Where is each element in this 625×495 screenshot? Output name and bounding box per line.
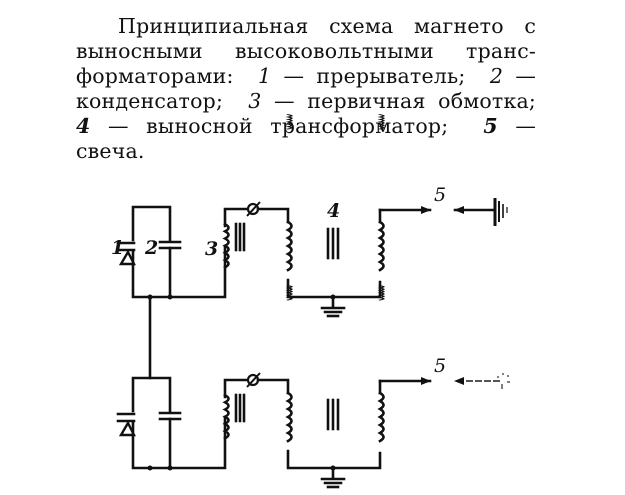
caption-text: конденсатор; [76, 89, 224, 113]
label-primary-winding: 3 [205, 238, 218, 260]
top-circuit [118, 115, 508, 316]
bottom-circuit [118, 286, 510, 487]
spark-plug-electrode [454, 373, 510, 389]
item-number: 1 [258, 64, 272, 88]
label-capacitor: 2 [144, 237, 158, 259]
caption-line-2: выносными высоковольтными транс- [76, 39, 536, 63]
item-number: 4 [76, 114, 91, 138]
caption-line-5: 4 — выносной трансформатор; 5 — [76, 114, 536, 139]
caption-line-1: Принципиальная схема магнето с [118, 14, 536, 38]
item-number: 5 [483, 114, 498, 138]
item-text: — [515, 64, 537, 88]
item-text: — выносной трансформатор; [107, 114, 449, 138]
label-interrupter: 1 [111, 237, 124, 259]
spark-plug-electrode [453, 198, 508, 226]
caption-line-4: конденсатор; 3 — первичная обмотка; [76, 89, 536, 114]
item-number: 3 [248, 89, 262, 113]
label-spark-plug-top: 5 [434, 184, 446, 206]
label-remote-transformer: 4 [327, 200, 340, 222]
item-number: 2 [489, 64, 504, 88]
caption-text: форматорами: [76, 64, 234, 88]
caption-line-6: свеча. [76, 139, 145, 163]
figure-caption: Принципиальная схема магнето с выносными… [76, 14, 536, 164]
item-text: — [515, 114, 537, 138]
item-text: — первичная обмотка; [274, 89, 537, 113]
item-text: — прерыватель; [283, 64, 466, 88]
caption-line-3: форматорами: 1 — прерыватель; 2 — [76, 64, 536, 89]
label-spark-plug-bottom: 5 [434, 355, 446, 377]
